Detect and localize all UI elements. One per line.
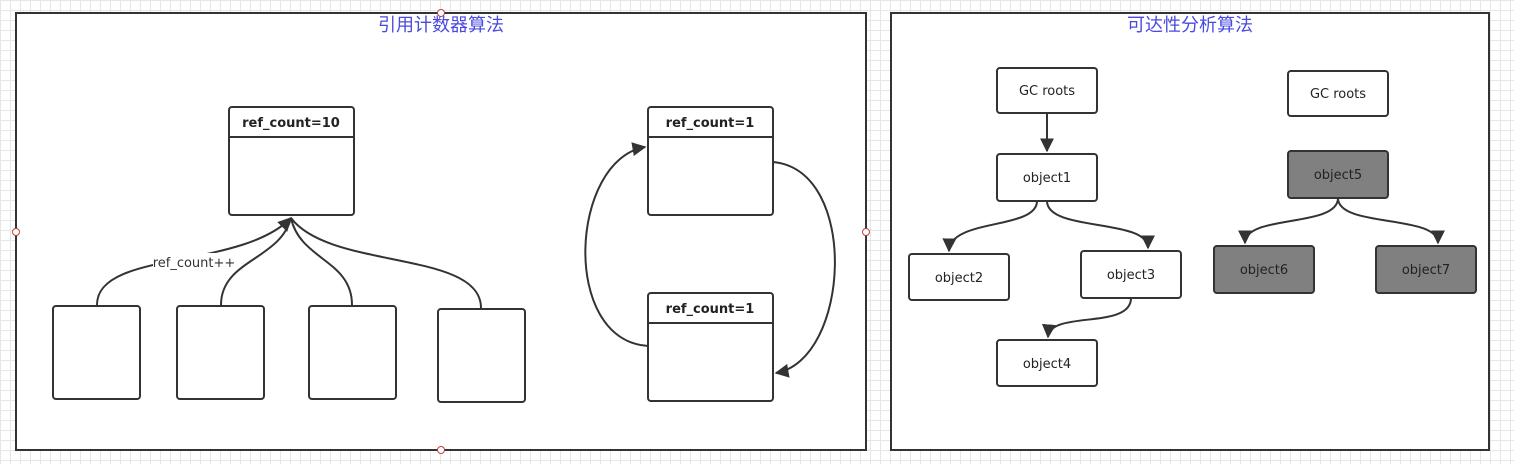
object4-node[interactable]: object4 [996,339,1098,387]
edge-label-bg [153,253,235,271]
node-label: object4 [1023,357,1071,372]
object1-node[interactable]: object1 [996,153,1098,202]
cycle-object-bottom[interactable]: ref_count=1 [647,292,774,402]
reference-edge-3[interactable] [290,217,353,306]
edge-object3-object4[interactable] [1041,297,1132,339]
cycle-edge-top-to-bottom[interactable] [772,161,836,378]
cycle-object-top[interactable]: ref_count=1 [647,106,774,216]
object-header: ref_count=1 [666,302,755,317]
resize-handle-top[interactable] [437,9,445,17]
node-box [908,253,1010,301]
ref-count-10-object[interactable]: ref_count=10 [228,106,355,216]
node-label: object2 [935,271,983,286]
right-panel-frame [890,12,1490,451]
node-box [1080,250,1182,299]
object-header: ref_count=1 [666,116,755,131]
object6-node[interactable]: object6 [1213,245,1315,294]
referencing-object-1[interactable] [52,305,141,400]
object-box [647,292,774,402]
node-box [1287,150,1389,199]
resize-handle-right[interactable] [862,228,870,236]
object-header: ref_count=10 [242,116,340,131]
referencing-object-4[interactable] [437,308,526,403]
object7-node[interactable]: object7 [1375,245,1477,294]
node-box [996,67,1098,114]
resize-handle-bottom[interactable] [437,446,445,454]
node-label: object5 [1314,168,1362,183]
node-label: object1 [1023,171,1071,186]
node-label: GC roots [1310,87,1366,102]
reachability-analysis-panel: 可达性分析算法 GC roots object1 object2 object3… [890,12,1490,451]
object-box [647,106,774,216]
object-box [228,106,355,216]
referencing-object-3[interactable] [308,305,397,400]
object2-node[interactable]: object2 [908,253,1010,301]
node-box [996,339,1098,387]
edge-object5-object7[interactable] [1337,197,1445,245]
edge-label: ref_count++ [153,256,236,271]
referencing-object-2[interactable] [176,305,265,400]
node-label: object6 [1240,263,1288,278]
left-panel-title: 引用计数器算法 [378,15,504,36]
resize-handle-left[interactable] [12,228,20,236]
object5-node[interactable]: object5 [1287,150,1389,199]
node-box [996,153,1098,202]
right-panel-title: 可达性分析算法 [1127,15,1253,36]
node-label: GC roots [1019,84,1075,99]
node-label: object3 [1107,268,1155,283]
gc-roots-node-2[interactable]: GC roots [1287,70,1389,117]
edge-object1-object3[interactable] [1046,200,1155,250]
node-box [1287,70,1389,117]
gc-roots-node-1[interactable]: GC roots [996,67,1098,114]
object3-node[interactable]: object3 [1080,250,1182,299]
reference-edge-4[interactable] [290,217,482,309]
node-label: object7 [1402,263,1450,278]
node-box [1375,245,1477,294]
reference-edge-2[interactable] [220,217,292,306]
cycle-edge-bottom-to-top[interactable] [584,142,649,347]
reference-counting-panel: 引用计数器算法 ref_count=10 ref_count++ ref_cou… [12,9,870,454]
edge-object1-object2[interactable] [942,200,1038,253]
edge-object5-object6[interactable] [1238,197,1339,245]
node-box [1213,245,1315,294]
